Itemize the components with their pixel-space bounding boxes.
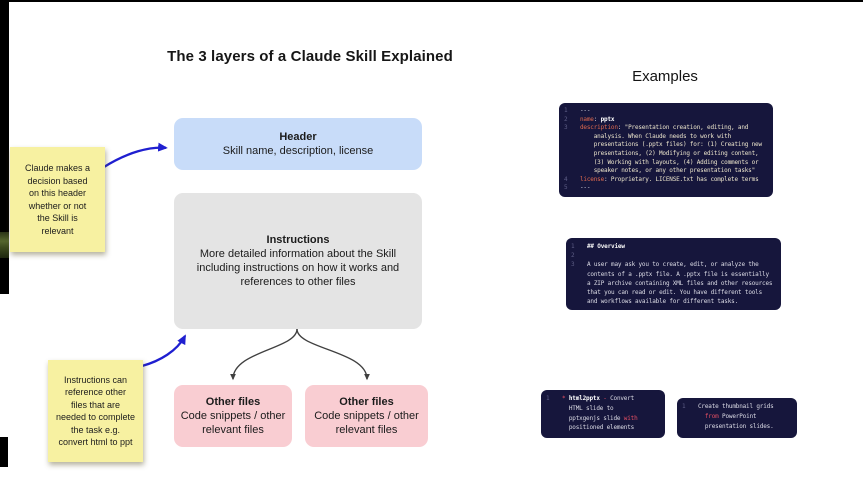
instructions-layer-title: Instructions [266, 234, 330, 246]
arrow-sticky-to-header [103, 142, 168, 168]
other-files-subtitle: Code snippets / other relevant files [314, 410, 419, 436]
examples-heading: Examples [632, 68, 698, 85]
page-title: The 3 layers of a Claude Skill Explained [167, 48, 453, 65]
other-files-subtitle: Code snippets / other relevant files [180, 410, 286, 436]
top-edge-artifact [0, 0, 863, 2]
header-layer-subtitle: Skill name, description, license [222, 145, 374, 157]
left-edge-thumbnail-artifact [0, 232, 9, 258]
other-files-box-right: Other files Code snippets / other releva… [305, 385, 428, 447]
instructions-layer-body: More detailed information about the Skil… [196, 248, 400, 288]
arrow-instructions-to-left-files [230, 328, 298, 381]
sticky-note-header: Claude makes a decision based on this he… [10, 147, 105, 252]
left-edge-artifact [0, 0, 9, 232]
other-files-box-left: Other files Code snippets / other releva… [174, 385, 292, 447]
sticky-note-instructions: Instructions can reference other files t… [48, 360, 143, 462]
left-edge-artifact [0, 437, 8, 467]
other-files-title: Other files [339, 396, 394, 408]
header-layer-box: Header Skill name, description, license [174, 118, 422, 170]
instructions-layer-box: Instructions More detailed information a… [174, 193, 422, 329]
arrow-sticky-to-instructions [141, 334, 187, 368]
code-panel-html2pptx: 1* html2pptx - Convert HTML slide to ppt… [541, 390, 665, 438]
other-files-title: Other files [205, 396, 261, 408]
left-edge-artifact [0, 258, 9, 294]
header-layer-title: Header [279, 131, 317, 143]
arrow-instructions-to-right-files [296, 328, 370, 381]
